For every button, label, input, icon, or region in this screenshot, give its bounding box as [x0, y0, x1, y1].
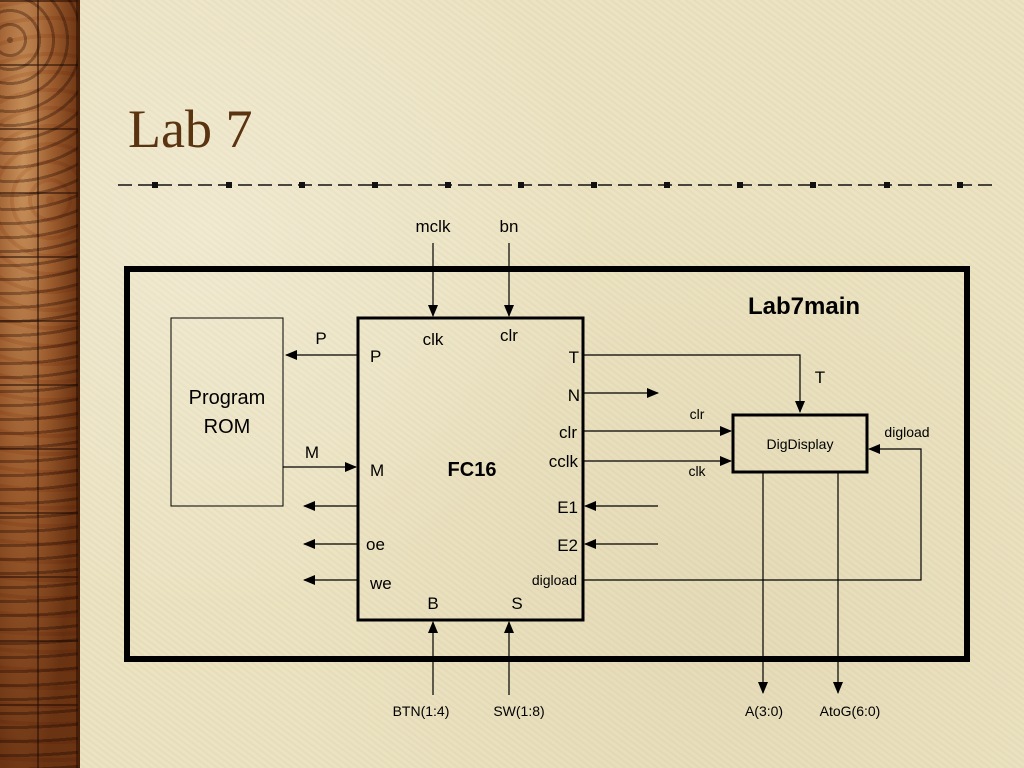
wire-label-t: T — [815, 368, 825, 387]
port-clr-top: clr — [500, 326, 518, 345]
label-btn: BTN(1:4) — [393, 703, 450, 719]
port-e2: E2 — [557, 536, 578, 555]
port-n: N — [568, 386, 580, 405]
port-we: we — [369, 574, 392, 593]
label-a: A(3:0) — [745, 703, 783, 719]
wood-sidebar — [0, 0, 80, 768]
slide-title: Lab 7 — [128, 99, 253, 159]
digdisplay-block — [731, 413, 869, 474]
port-oe: oe — [366, 535, 385, 554]
port-m: M — [370, 461, 384, 480]
label-sw: SW(1:8) — [493, 703, 544, 719]
port-digload: digload — [532, 572, 577, 588]
program-rom-label-2: ROM — [204, 416, 251, 438]
label-atog: AtoG(6:0) — [820, 703, 881, 719]
port-p: P — [370, 347, 381, 366]
port-b: B — [427, 594, 438, 613]
program-rom-label-1: Program — [189, 387, 266, 409]
wire-label-clr: clr — [690, 406, 705, 422]
wood-grain — [0, 0, 78, 768]
port-t: T — [569, 348, 579, 367]
port-s: S — [511, 594, 522, 613]
port-cclk: cclk — [549, 452, 579, 471]
wire-digload — [583, 444, 922, 581]
wires — [283, 243, 922, 695]
wire-t — [583, 354, 805, 413]
wire-label-digload: digload — [884, 424, 929, 440]
fc16-block — [356, 316, 585, 622]
fc16-label: FC16 — [448, 459, 497, 481]
title-rule — [118, 182, 992, 188]
port-clr: clr — [559, 423, 577, 442]
port-e1: E1 — [557, 498, 578, 517]
label-bn: bn — [500, 217, 519, 236]
wire-label-clk: clk — [688, 463, 706, 479]
digdisplay-label: DigDisplay — [767, 436, 834, 452]
label-mclk: mclk — [416, 217, 451, 236]
wire-label-m: M — [305, 443, 319, 462]
lab7main-label: Lab7main — [748, 293, 860, 320]
wire-label-p: P — [315, 329, 326, 348]
lab7main-block — [124, 266, 970, 662]
program-rom-block — [170, 317, 284, 507]
port-clk: clk — [423, 330, 444, 349]
